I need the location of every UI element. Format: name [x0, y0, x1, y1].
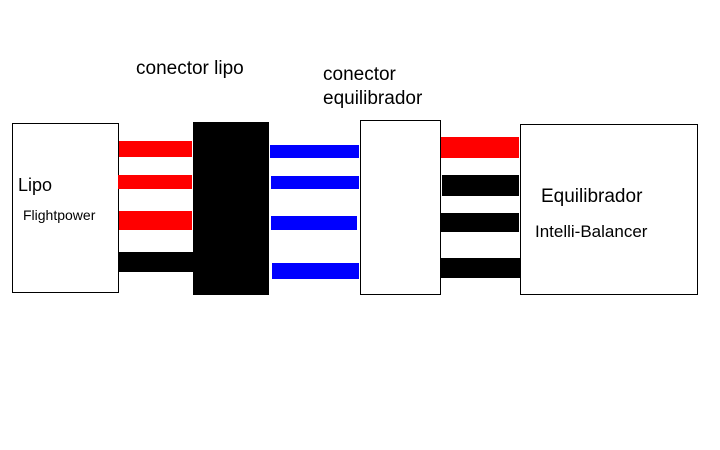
wire-blue-3: [271, 216, 357, 230]
conector-equilibrador-box: [360, 120, 441, 295]
wire-blue-1: [270, 145, 359, 158]
equilibrador-subtitle: Intelli-Balancer: [535, 222, 648, 241]
lipo-title: Lipo: [18, 175, 53, 195]
conector-lipo-label: conector lipo: [136, 58, 244, 79]
wire-blue-2: [271, 176, 359, 189]
wire-blue-4: [272, 263, 359, 279]
conector-equilibrador-label-line1: conector: [323, 64, 396, 85]
wire-equil-red: [441, 137, 519, 158]
equilibrador-title: Equilibrador: [541, 186, 643, 207]
wire-lipo-red-2: [118, 175, 192, 189]
wire-lipo-black: [119, 252, 194, 272]
equilibrador-box: Equilibrador Intelli-Balancer: [520, 124, 698, 295]
lipo-subtitle: Flightpower: [23, 207, 96, 223]
conector-lipo-block: [193, 122, 269, 295]
wire-equil-black-2: [441, 213, 519, 232]
wire-equil-black-1: [442, 175, 519, 196]
wire-equil-black-3: [441, 258, 521, 278]
lipo-box: Lipo Flightpower: [12, 123, 119, 293]
wire-lipo-red-1: [119, 141, 192, 157]
conector-equilibrador-label-line2: equilibrador: [323, 88, 423, 109]
wire-lipo-red-3: [119, 211, 192, 230]
